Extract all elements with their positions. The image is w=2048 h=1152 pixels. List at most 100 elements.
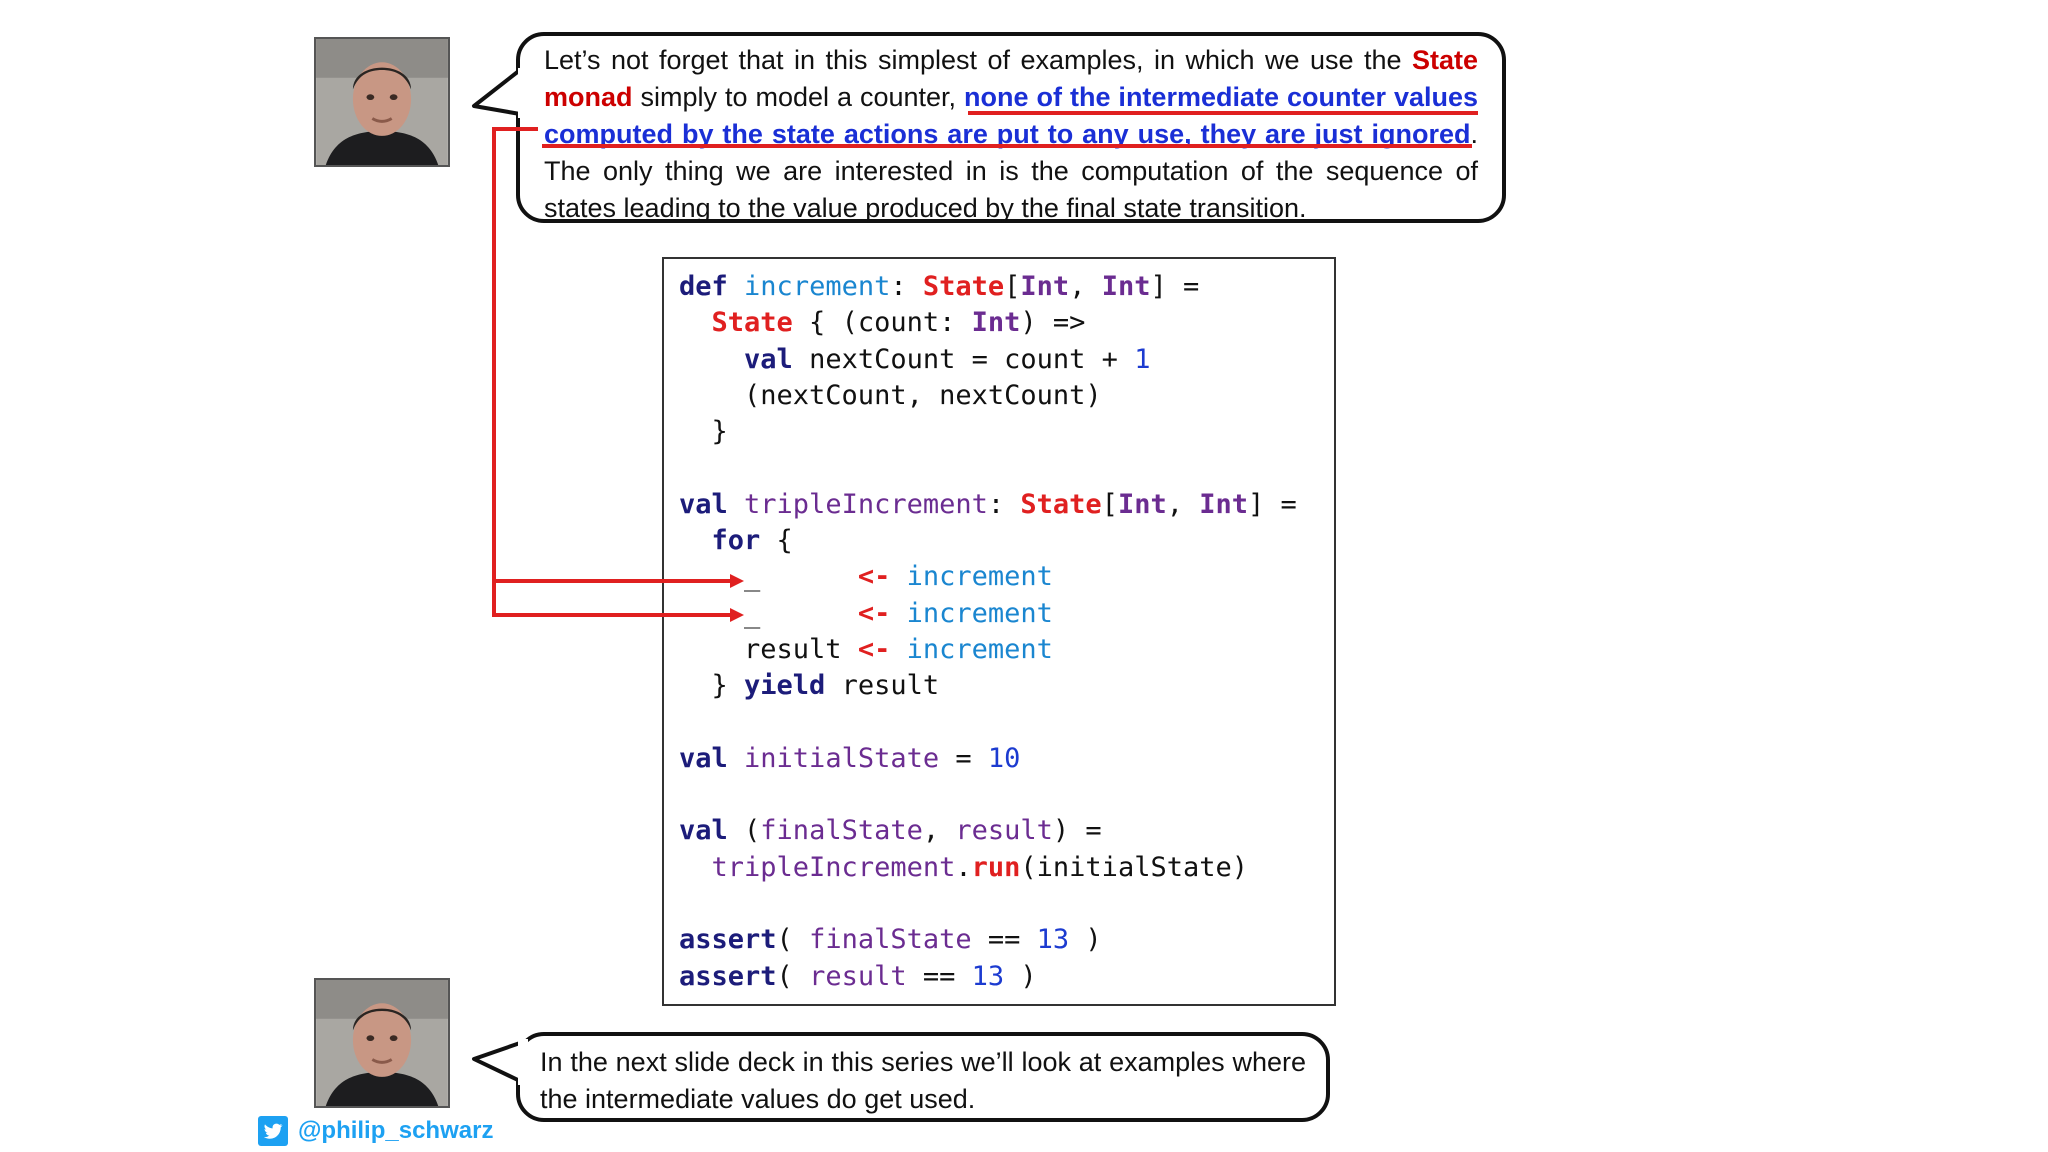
code-punct: ] = — [1150, 271, 1200, 302]
code-indent — [679, 344, 744, 375]
speech-bubble-top: Let’s not forget that in this simplest o… — [516, 32, 1506, 223]
code-line-20: assert( result == 13 ) — [679, 961, 1037, 992]
code-line-11: result <- increment — [679, 634, 1053, 665]
code-line-2: State { (count: Int) => — [679, 307, 1086, 339]
state-constructor: State — [711, 307, 793, 339]
code-line-3: val nextCount = count + 1 — [679, 344, 1150, 375]
bubble-bottom-text: In the next slide deck in this series we… — [540, 1047, 1306, 1114]
code-indent — [679, 852, 712, 883]
code-punct: , — [922, 815, 956, 847]
code-line-14: val initialState = 10 — [679, 743, 1020, 774]
state-type: State — [922, 271, 1005, 302]
code-line-9: _ <- increment — [679, 561, 1053, 592]
result-binding: result — [679, 633, 858, 665]
ignored-binding: _ — [679, 561, 858, 593]
code-punct: } — [679, 670, 745, 702]
code-punct: ( — [727, 815, 761, 847]
code-line-10: _ <- increment — [679, 598, 1053, 629]
code-punct: { — [760, 525, 793, 557]
speech-bubble-bottom-tail — [472, 1039, 528, 1085]
code-line-8: for { — [679, 525, 793, 556]
value-name: finalState — [809, 924, 972, 956]
keyword-yield: yield — [744, 670, 826, 702]
keyword-val: val — [679, 815, 728, 847]
bubble-text-segment: simply to model a counter, — [632, 82, 965, 112]
value-name: result — [955, 815, 1053, 847]
value-name: initialState — [727, 742, 940, 774]
code-line-17: tripleIncrement.run(initialState) — [679, 852, 1248, 883]
value-name: finalState — [760, 815, 923, 847]
keyword-val: val — [679, 488, 728, 520]
code-text: result — [825, 670, 940, 702]
state-monad-highlight: State monad — [544, 45, 1478, 112]
author-portrait-image — [316, 980, 448, 1106]
int-type: Int — [971, 307, 1021, 339]
function-name: increment — [744, 271, 891, 302]
code-indent — [679, 307, 712, 338]
bind-arrow: <- — [857, 561, 891, 593]
code-punct: == — [906, 960, 972, 992]
keyword-for: for — [711, 525, 761, 557]
bind-arrow: <- — [857, 597, 891, 629]
keyword-val: val — [744, 343, 793, 375]
code-punct: ( — [776, 960, 810, 992]
code-line-12: } yield result — [679, 670, 940, 702]
code-text: (initialState) — [1020, 851, 1248, 883]
keyword-val: val — [679, 742, 728, 774]
state-type: State — [1020, 488, 1102, 520]
code-punct: ) — [1004, 960, 1037, 992]
author-photo-top — [314, 37, 450, 167]
code-punct: , — [1069, 271, 1102, 302]
scala-code-block: def increment: State[Int, Int] = State {… — [662, 257, 1336, 1006]
code-text: nextCount = count + — [792, 343, 1135, 375]
keyword-assert: assert — [679, 960, 777, 992]
speech-bubble-top-tail — [472, 68, 528, 118]
author-portrait-image — [316, 39, 448, 165]
code-line-1: def increment: State[Int, Int] = — [679, 271, 1199, 302]
keyword-def: def — [679, 271, 728, 302]
function-call: increment — [890, 561, 1053, 593]
code-punct: == — [971, 924, 1037, 956]
code-line-16: val (finalState, result) = — [679, 815, 1102, 846]
run-method: run — [971, 851, 1021, 883]
int-type: Int — [1199, 488, 1249, 520]
code-punct: . — [955, 851, 972, 883]
code-line-4: (nextCount, nextCount) — [679, 379, 1102, 411]
value-name: result — [809, 960, 907, 992]
bubble-top-text: Let’s not forget that in this simplest o… — [544, 42, 1478, 227]
number-literal: 13 — [971, 960, 1005, 992]
int-type: Int — [1101, 271, 1151, 302]
code-line-19: assert( finalState == 13 ) — [679, 924, 1102, 955]
code-text: ) => — [1020, 307, 1086, 339]
speech-bubble-bottom: In the next slide deck in this series we… — [516, 1032, 1330, 1122]
code-punct: ) — [1069, 924, 1102, 956]
keyword-assert: assert — [679, 924, 777, 956]
int-type: Int — [1020, 271, 1070, 302]
value-name: tripleIncrement — [711, 851, 956, 883]
number-literal: 10 — [987, 742, 1021, 774]
code-text: { (count: — [792, 307, 972, 339]
bubble-text-segment: Let’s not forget that in this simplest o… — [544, 45, 1412, 75]
code-punct: ) = — [1052, 815, 1102, 847]
code-punct: ] = — [1248, 488, 1297, 520]
value-name: tripleIncrement — [727, 488, 988, 520]
code-listing: def increment: State[Int, Int] = State {… — [679, 269, 1297, 995]
twitter-handle-text[interactable]: @philip_schwarz — [298, 1117, 494, 1144]
bind-arrow: <- — [857, 633, 891, 665]
function-call: increment — [890, 597, 1053, 629]
function-call: increment — [890, 633, 1053, 665]
twitter-bird-icon — [258, 1116, 288, 1146]
code-punct: , — [1166, 488, 1200, 520]
code-line-5: } — [679, 416, 728, 448]
twitter-handle[interactable]: @philip_schwarz — [258, 1116, 493, 1146]
code-punct: ( — [776, 924, 810, 956]
code-punct: : — [987, 488, 1021, 520]
number-literal: 13 — [1036, 924, 1070, 956]
code-punct: [ — [1004, 271, 1021, 302]
number-literal: 1 — [1134, 343, 1151, 375]
int-type: Int — [1117, 488, 1167, 520]
code-indent — [679, 525, 712, 556]
code-punct: : — [890, 271, 923, 302]
author-photo-bottom — [314, 978, 450, 1108]
code-punct: [ — [1101, 488, 1118, 520]
